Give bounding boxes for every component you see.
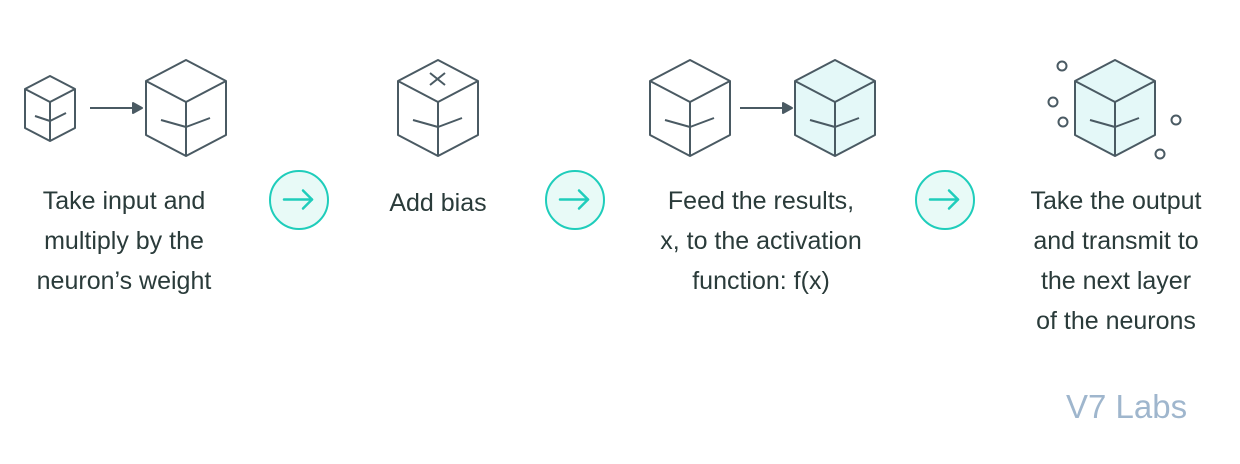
step-1-line-2: multiply by the (44, 227, 204, 255)
step-4-text: Take the output and transmit to the next… (996, 181, 1236, 341)
arrow-right-icon (558, 189, 590, 210)
connector-arrow-3 (915, 170, 975, 230)
connector-arrow-1 (269, 170, 329, 230)
step-4-line-3: the next layer (1040, 267, 1192, 295)
step-2-text: Add bias (340, 183, 536, 223)
cube-activation-icon (649, 59, 876, 157)
step-3-line-2: x, to the activation (660, 227, 862, 255)
cube-weight-icon (24, 59, 227, 157)
step-3-text: Feed the results, x, to the activation f… (620, 181, 902, 301)
arrow-right-icon (282, 189, 314, 210)
brand-label: V7 Labs (1066, 388, 1188, 425)
step-3-line-3: function: f(x) (692, 267, 830, 295)
step-2-line-1: Add bias (389, 189, 487, 217)
cube-transmit-icon (1047, 59, 1182, 160)
step-1-line-1: Take input and (42, 187, 206, 215)
step-1-line-3: neuron’s weight (36, 267, 212, 295)
arrow-right-icon (928, 189, 960, 210)
cube-bias-icon (397, 59, 479, 157)
step-4-line-2: and transmit to (1033, 227, 1199, 255)
step-3-line-1: Feed the results, (667, 187, 855, 215)
connector-arrow-2 (545, 170, 605, 230)
step-1-text: Take input and multiply by the neuron’s … (0, 181, 248, 301)
step-4-line-4: of the neurons (1036, 307, 1196, 335)
step-4-line-1: Take the output (1030, 187, 1202, 215)
